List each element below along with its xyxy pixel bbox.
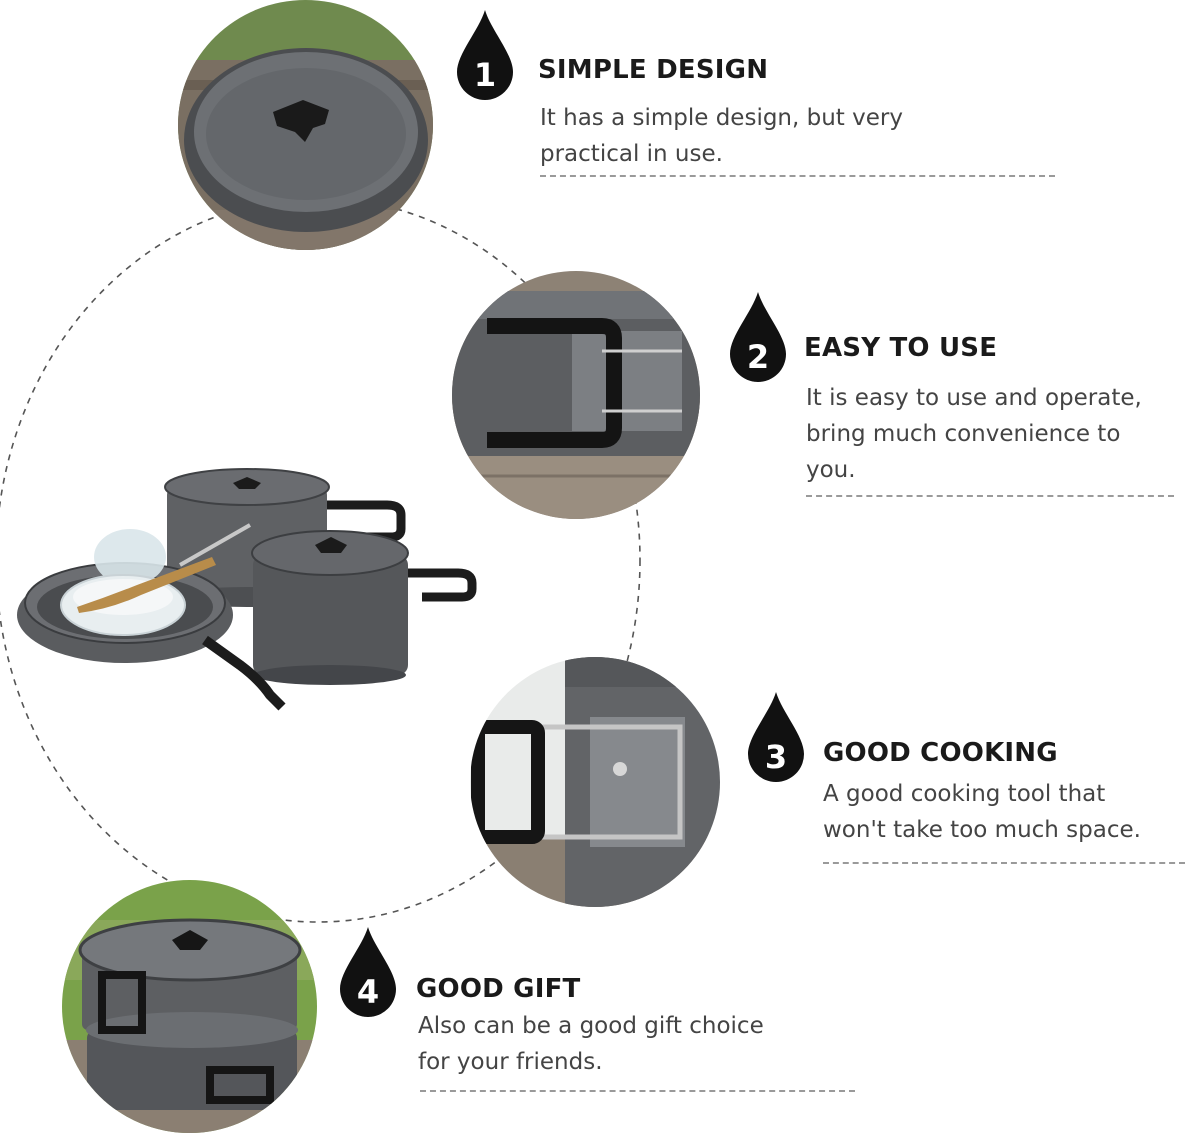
feature-description: A good cooking tool that won't take too …	[823, 776, 1141, 848]
dashed-divider	[420, 1090, 855, 1092]
feature-description-line: It has a simple design, but very	[540, 105, 903, 131]
feature-description: It has a simple design, but very practic…	[540, 100, 903, 172]
dashed-divider	[806, 495, 1174, 497]
number-drop-icon: 4	[340, 927, 396, 1017]
stacked-pots-closeup-icon	[62, 880, 317, 1133]
number-drop-icon: 1	[457, 10, 513, 100]
feature-description: It is easy to use and operate, bring muc…	[806, 380, 1142, 488]
photo-good-cooking	[470, 657, 720, 907]
feature-title: GOOD COOKING	[823, 738, 1058, 768]
feature-description: Also can be a good gift choice for your …	[418, 1008, 764, 1080]
photo-simple-design	[178, 0, 433, 250]
photo-good-gift	[62, 880, 317, 1133]
feature-number: 4	[357, 973, 379, 1011]
pot-lid-closeup-icon	[178, 0, 433, 250]
feature-description-line: for your friends.	[418, 1049, 603, 1075]
feature-description-line: practical in use.	[540, 141, 723, 167]
feature-number: 2	[747, 338, 769, 376]
number-drop-icon: 2	[730, 292, 786, 382]
photo-easy-to-use	[452, 271, 700, 519]
feature-number: 1	[474, 56, 496, 94]
feature-description-line: won't take too much space.	[823, 817, 1141, 843]
feature-title: SIMPLE DESIGN	[538, 55, 769, 85]
pot-handle-rivet-closeup-icon	[470, 657, 720, 907]
number-drop-icon: 3	[748, 692, 804, 782]
feature-title: EASY TO USE	[804, 333, 998, 363]
feature-description-line: A good cooking tool that	[823, 781, 1106, 807]
feature-number: 3	[765, 738, 787, 776]
feature-description-line: you.	[806, 457, 856, 483]
medium-pot	[251, 530, 477, 685]
feature-description-line: Also can be a good gift choice	[418, 1013, 764, 1039]
folding-handle-closeup-icon	[452, 271, 700, 519]
cookware-set-image	[17, 468, 477, 711]
feature-description-line: bring much convenience to	[806, 421, 1121, 447]
feature-description-line: It is easy to use and operate,	[806, 385, 1142, 411]
dashed-divider	[823, 862, 1185, 864]
dashed-divider	[540, 175, 1055, 177]
feature-title: GOOD GIFT	[416, 974, 581, 1004]
